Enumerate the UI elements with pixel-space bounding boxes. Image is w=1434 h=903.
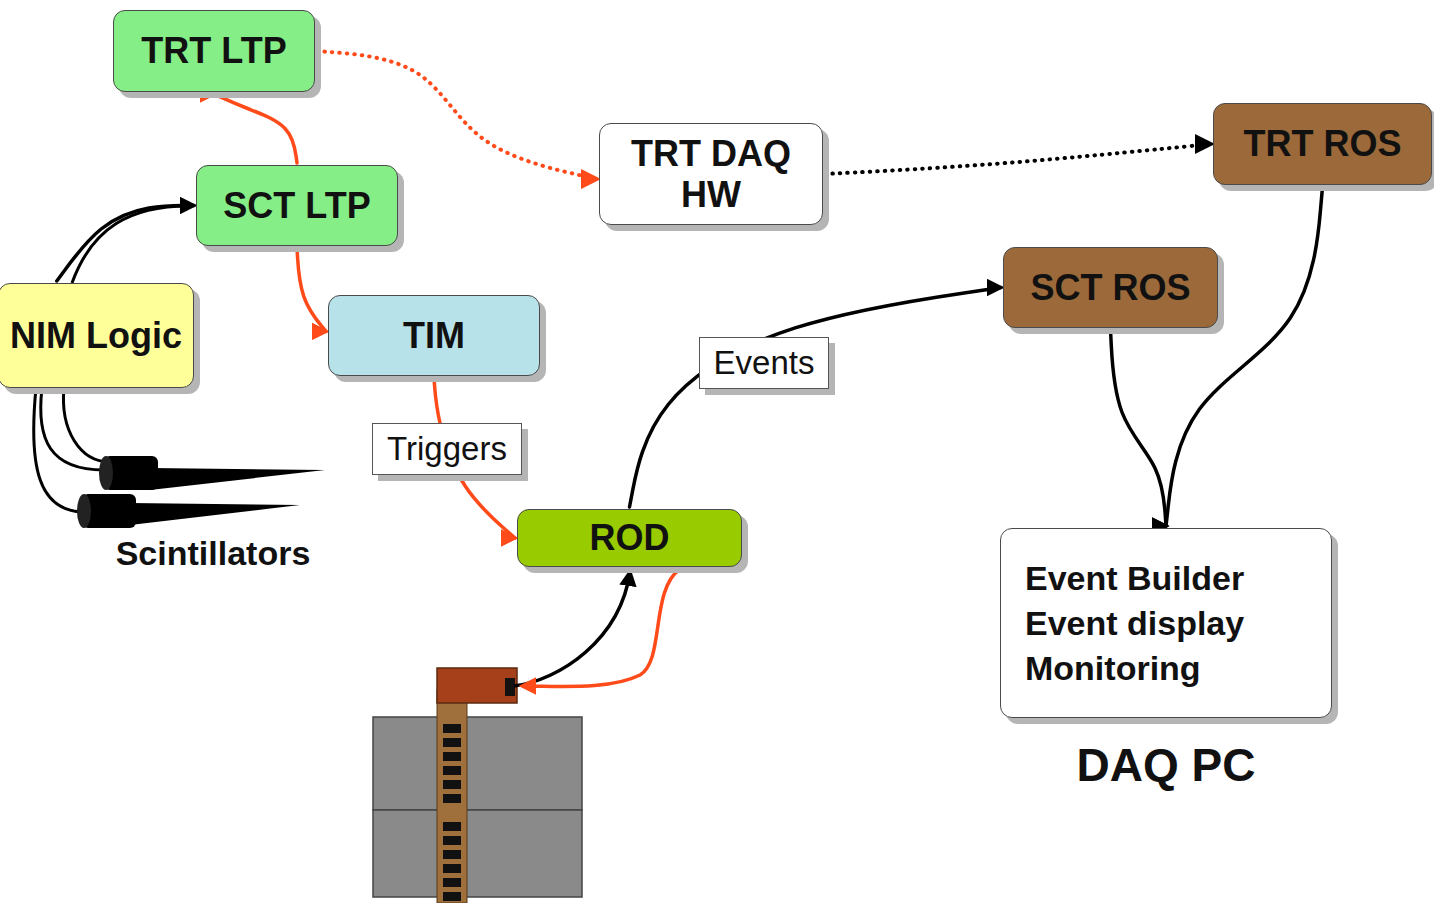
wire: [34, 388, 82, 512]
chip: [443, 878, 461, 887]
chip: [443, 864, 461, 873]
node-label: Event display: [1025, 601, 1244, 646]
node-label: TRT DAQ HW: [610, 133, 812, 216]
node-label: Monitoring: [1025, 646, 1201, 691]
part-label: Scintillators: [116, 534, 311, 573]
node-label: TRT ROS: [1244, 123, 1402, 164]
node-label: SCT LTP: [223, 185, 370, 226]
chip: [443, 892, 461, 901]
detector-module: [373, 668, 582, 903]
wire: [63, 388, 110, 462]
connector: [297, 248, 326, 331]
connector: [1111, 330, 1167, 526]
connector: [57, 205, 194, 281]
chip: [443, 836, 461, 845]
chip: [443, 724, 461, 733]
connector: [214, 94, 297, 163]
chip: [443, 766, 461, 775]
edge-label: Events: [699, 337, 830, 389]
node-heading: DAQ PC: [1001, 743, 1331, 788]
scintillator-symbol: [77, 456, 325, 528]
node-label: TRT LTP: [141, 30, 286, 71]
storage-box: SCT ROS: [1003, 247, 1218, 328]
computer-box: Event BuilderEvent displayMonitoringDAQ …: [1000, 528, 1332, 718]
chip: [443, 780, 461, 789]
data-link: [514, 572, 630, 686]
process-box: TRT DAQ HW: [599, 123, 823, 225]
chip: [443, 794, 461, 803]
dotted-connector: [825, 144, 1211, 174]
process-box: TIM: [328, 295, 540, 376]
chip: [443, 752, 461, 761]
wire: [72, 206, 192, 283]
edge-label: Triggers: [372, 423, 522, 475]
process-box: ROD: [517, 509, 742, 567]
node-label: ROD: [590, 517, 670, 558]
node-label: SCT ROS: [1030, 267, 1190, 308]
node-label: Event Builder: [1025, 556, 1244, 601]
node-label: TIM: [403, 315, 465, 356]
chip: [443, 738, 461, 747]
connector: [630, 288, 1002, 508]
node-label: NIM Logic: [10, 315, 182, 356]
storage-box: TRT ROS: [1213, 103, 1432, 185]
control-link: [522, 569, 680, 686]
scintillator-wires: [34, 388, 110, 512]
chip: [443, 822, 461, 831]
process-box: NIM Logic: [0, 283, 194, 388]
chip: [443, 850, 461, 859]
dotted-connector: [317, 51, 597, 179]
process-box: SCT LTP: [196, 165, 398, 246]
connector: [1166, 187, 1323, 526]
process-box: TRT LTP: [113, 10, 315, 92]
